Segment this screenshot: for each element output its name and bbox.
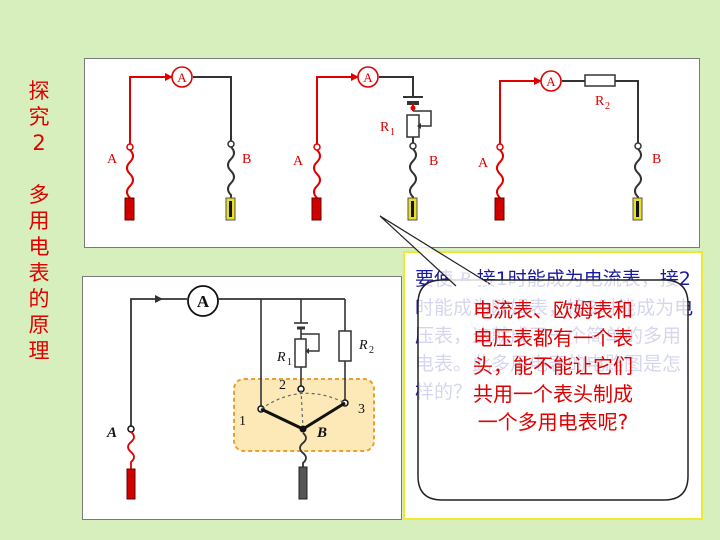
resistor-r2-icon [338,330,352,362]
side-title-char: 探 [28,79,50,103]
terminal-a-label: A [106,425,117,441]
callout-text: 电流表、欧姆表和电压表都有一个表头，能不能让它们共用一个表头制成一个多用电表呢? [418,296,688,436]
ammeter-icon [540,70,562,92]
r1-label: R [380,120,390,135]
r1-subscript: 1 [390,127,395,138]
ammeter-label: A [363,70,373,85]
side-title-char: 多 [28,183,50,207]
terminal-a-label: A [293,154,304,169]
probe-black-icon [298,466,308,500]
callout-line: 共用一个表头制成 [473,382,633,406]
ammeter-icon [357,66,379,88]
r1-subscript: 1 [287,357,292,368]
r2-subscript: 2 [369,345,374,356]
rheostat-r1-icon [294,338,307,368]
probe-red-icon [124,197,135,221]
side-title-char: 用 [28,209,50,233]
side-title-char: 究 [28,105,50,129]
ammeter-icon [187,285,219,317]
probe-red-icon [311,197,322,221]
side-title-char: 表 [28,261,50,285]
ammeter-label: A [197,292,210,311]
terminal-b-label: B [242,152,251,167]
probe-red-icon [126,468,136,500]
terminal-b-label: B [652,152,661,167]
callout-line: 电压表都有一个表 [473,326,633,350]
ammeter-label: A [177,70,187,85]
side-title-char [24,156,54,182]
probe-red-icon [494,197,505,221]
position-2-label: 2 [279,378,286,393]
r2-label: R [595,94,605,109]
selector-pivot [299,425,307,433]
side-title-char: 2 [32,131,46,155]
r2-label: R [358,338,368,353]
terminal-a-label: A [107,152,118,167]
side-title-char: 的 [28,287,50,311]
selector-arm [260,407,304,431]
position-1-label: 1 [239,414,246,429]
terminal-b-label: B [316,425,327,441]
side-title-char: 理 [28,339,50,363]
circuit-2: A R 1 A B [293,66,438,221]
terminal-a-label: A [478,156,489,171]
top-circuits-diagram: A A B A R [107,66,661,221]
multimeter-circuit-diagram: A R 1 R 2 1 2 3 B [106,285,375,500]
multimeter-circuit-panel: A R 1 R 2 1 2 3 B [82,276,402,520]
ammeter-label: A [546,74,556,89]
callout-line: 电流表、欧姆表和 [473,298,633,322]
resistor-r2-icon [584,74,616,87]
circuit-3: A R 2 A B [478,70,661,221]
terminal-b-label: B [429,154,438,169]
callout-line: 头，能不能让它们 [473,354,633,378]
ammeter-icon [171,66,193,88]
callout-bubble [379,215,689,501]
side-title-char: 原 [28,313,50,337]
circuit-1: A A B [107,66,251,221]
top-circuits-panel: A A B A R [84,58,700,248]
side-title-char: 电 [28,235,50,259]
r2-subscript: 2 [605,101,610,112]
callout-line: 一个多用电表呢? [477,410,629,434]
position-3-label: 3 [358,402,365,417]
selector-highlight [233,378,375,452]
r1-label: R [276,350,286,365]
